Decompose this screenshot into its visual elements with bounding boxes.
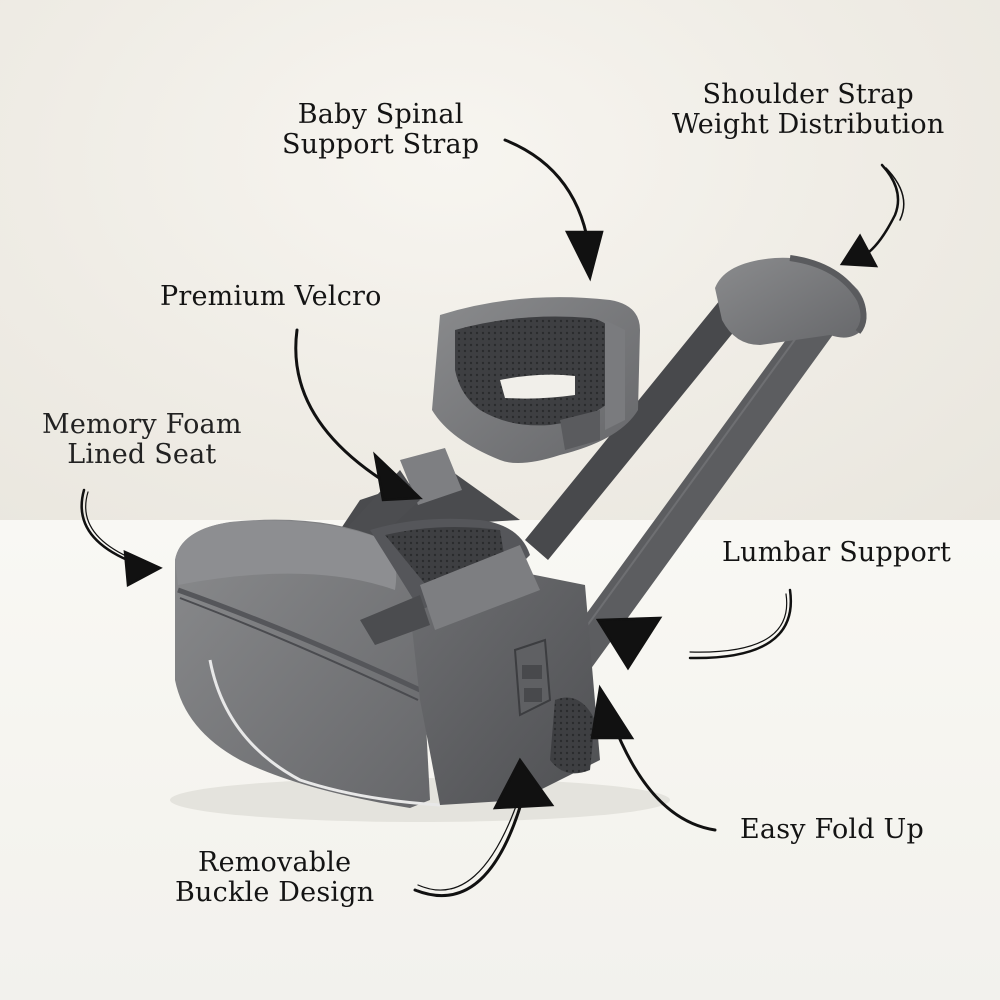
callout-line: Shoulder Strap: [702, 79, 914, 110]
hip-seat-body: [175, 519, 441, 808]
callout-line: Premium Velcro: [160, 281, 382, 312]
waist-belt-panel: [360, 518, 600, 805]
callout-easy-fold-up: Easy Fold Up: [740, 814, 924, 845]
callout-lumbar-support: Lumbar Support: [722, 537, 952, 568]
callout-memory-foam-lined-seat: Memory Foam Lined Seat: [42, 409, 242, 471]
callout-baby-spinal-support-strap: Baby Spinal Support Strap: [282, 99, 480, 161]
callout-shoulder-strap-weight-distribution: Shoulder Strap Weight Distribution: [672, 79, 945, 141]
arrow-memory-foam-lined-seat: [80, 488, 163, 587]
callout-premium-velcro: Premium Velcro: [160, 281, 382, 312]
callout-line: Removable: [198, 847, 352, 878]
callout-line: Easy Fold Up: [740, 814, 924, 845]
callout-line: Buckle Design: [175, 877, 375, 909]
arrow-premium-velcro: [294, 328, 423, 502]
arrow-lumbar-support: [595, 588, 793, 671]
callout-line: Memory Foam: [42, 409, 242, 440]
callout-line: Baby Spinal: [297, 99, 464, 130]
callout-line: Lined Seat: [67, 439, 217, 471]
callout-line: Support Strap: [282, 129, 480, 161]
buckle: [513, 638, 552, 717]
spinal-support-strap: [432, 297, 640, 464]
callout-removable-buckle-design: Removable Buckle Design: [175, 847, 375, 909]
arrow-shoulder-strap-weight-distribution: [839, 163, 905, 268]
arrow-easy-fold-up: [590, 684, 717, 832]
arrow-removable-buckle-design: [413, 757, 555, 898]
callout-line: Weight Distribution: [672, 109, 945, 141]
arrow-baby-spinal-support-strap: [503, 138, 604, 282]
shoulder-pad: [715, 255, 867, 345]
callout-line: Lumbar Support: [722, 537, 952, 568]
